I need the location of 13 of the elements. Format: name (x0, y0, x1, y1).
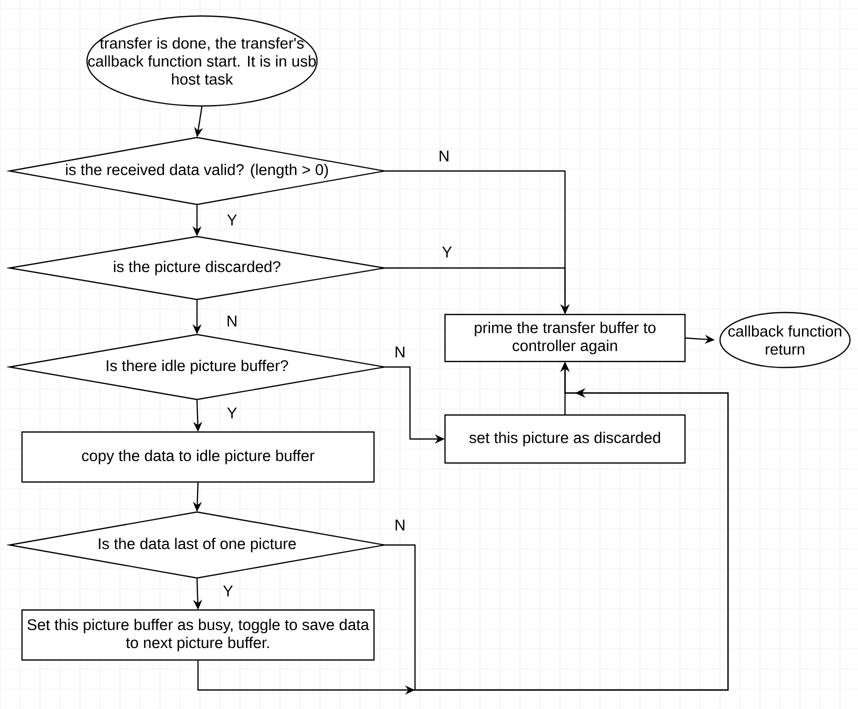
node-label: callback function return (728, 325, 842, 355)
edge-label: N (393, 518, 407, 532)
process-box: copy the data to idle picture buffer (21, 431, 375, 483)
edge-label: N (393, 346, 407, 358)
process-box: set this picture as discarded (444, 414, 686, 464)
process-box: prime the transfer buffer to controller again (444, 314, 686, 362)
edge-label: N (225, 314, 239, 328)
edge-label: N (437, 150, 451, 162)
edge-label: Y (226, 406, 238, 420)
edge-label: Y (226, 214, 238, 226)
edge-label: Y (440, 246, 454, 258)
edge-label: Y (222, 584, 234, 598)
process-box: Set this picture buffer as busy, toggle to save data to next picture buffer. (21, 609, 375, 661)
